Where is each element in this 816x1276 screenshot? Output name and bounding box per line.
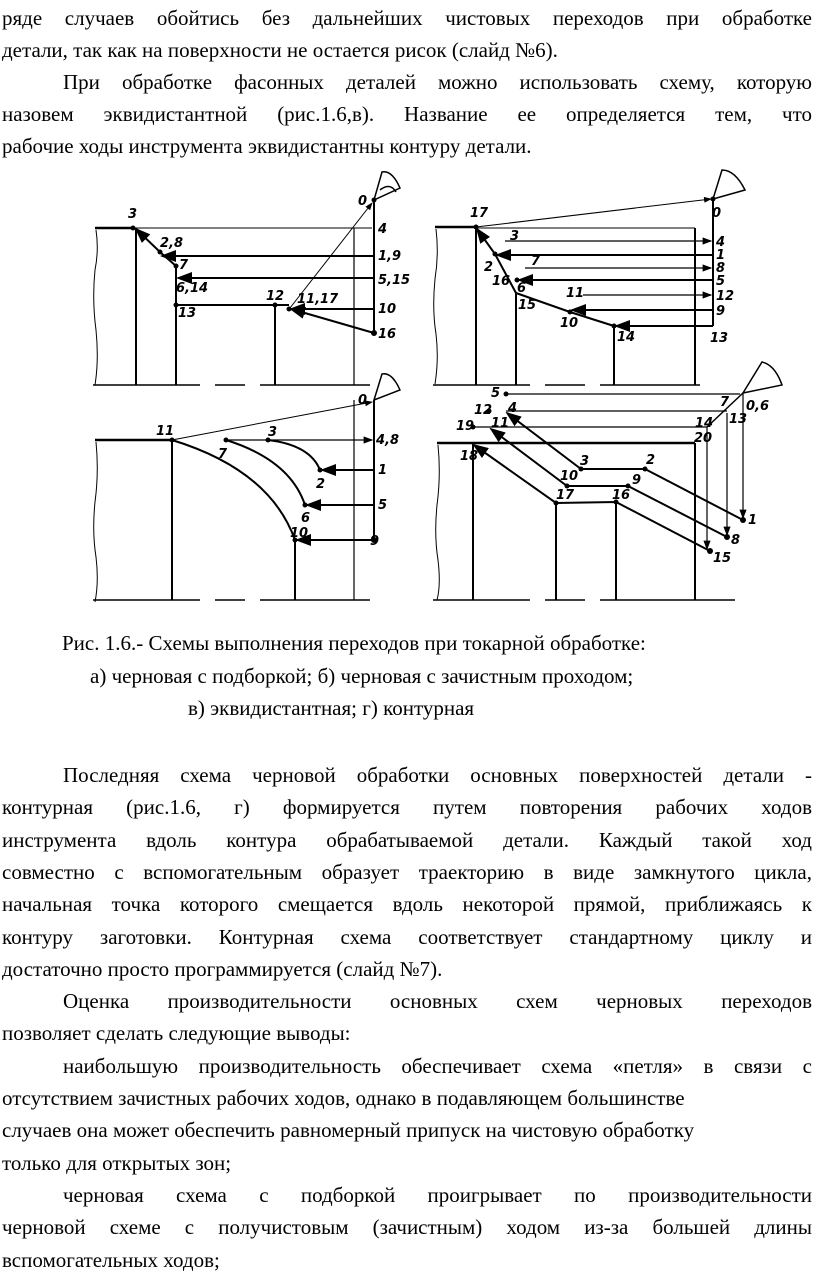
point-label: 6,14 [176,281,208,296]
diagram-c-labels: 0 11 7 3 4,8 1 2 5 6 10 9 [156,393,399,549]
point-label: 10 [290,526,308,541]
text-line: ряде случаев обойтись без дальнейших чис… [2,6,812,30]
point-label: 12 [474,403,492,418]
point-label: 10 [378,302,396,317]
point-label: 3 [510,229,519,244]
point-label: 3 [128,207,137,222]
caption-line: а) черновая с подборкой; б) черновая с з… [90,664,634,688]
text-line: наибольшую производительность обеспечива… [63,1054,812,1078]
text-line: назовем эквидистантной (рис.1.6,в). Назв… [2,102,812,126]
text-line: Последняя схема черновой обработки основ… [63,763,812,787]
point-label: 15 [518,298,536,313]
point-label: 12 [266,289,284,304]
point-label: 1,9 [378,249,401,264]
point-label: 14 [617,330,635,345]
text-line: совместно с вспомогательным образует тра… [2,860,812,884]
point-label: 1 [716,248,725,263]
point-label: 2 [646,453,655,468]
point-label: 10 [560,469,578,484]
text-line: случаев она может обеспечить равномерный… [2,1118,695,1142]
point-label: 18 [460,449,478,464]
point-label: 11 [566,286,584,301]
point-label: 4,8 [375,433,399,448]
point-label: 14 [695,416,713,431]
diagram-c-equidistant [93,373,402,603]
point-label: 9 [632,473,641,488]
text-line: При обработке фасонных деталей можно исп… [63,70,812,94]
text-line: Оценка производительности основных схем … [63,989,812,1013]
point-label: 13 [729,412,747,427]
caption-line: в) эквидистантная; г) контурная [188,696,475,720]
point-label: 17 [556,488,575,503]
point-label: 16 [492,274,510,289]
diagram-d-contour [433,361,783,601]
point-label: 16 [612,488,630,503]
point-label: 0,6 [746,399,769,414]
point-label: 0 [358,194,367,209]
point-label: 6 [301,511,310,526]
text-line: вспомогательных ходов; [2,1248,220,1272]
point-label: 2 [316,477,325,492]
point-label: 7 [720,395,730,410]
text-line: рабочие ходы инструмента эквидистантны к… [2,134,532,158]
point-label: 4 [377,222,387,237]
point-label: 8 [716,261,725,276]
point-label: 17 [470,206,489,221]
point-label: 13 [178,306,196,321]
point-label: 2 [484,260,493,275]
point-label: 6 [517,281,526,296]
text-line: контуру заготовки. Контурная схема соотв… [2,925,812,949]
text-line: отсутствием зачистных рабочих ходов, одн… [2,1086,685,1110]
diagram-b-rough-with-cleanup [433,169,747,386]
diagram-d-labels: 5 4 12 11 19 18 0,6 7 13 14 20 3 2 10 9 … [456,386,769,566]
text-line: детали, так как на поверхности не остает… [2,38,558,62]
point-label: 5 [716,274,725,289]
text-line: контурная (рис.1.6, г) формируется путем… [2,795,812,819]
point-label: 11 [491,416,509,431]
point-label: 1 [748,513,757,528]
point-label: 0 [358,393,367,408]
text-line: черновая схема с подборкой проигрывает п… [63,1183,812,1207]
text-line: инструмента вдоль контура обрабатываемой… [2,828,812,852]
point-label: 12 [716,289,734,304]
point-label: 3 [580,454,589,469]
point-label: 9 [370,534,379,549]
figure-turning-schemes: 0 3 2,8 7 6,14 13 12 11,17 4 1,9 5,15 10… [93,169,783,603]
point-label: 4 [715,235,725,250]
point-label: 9 [716,304,725,319]
point-label: 5,15 [378,273,410,288]
point-label: 4 [507,401,517,416]
text-line: достаточно просто программируется (слайд… [2,957,443,981]
point-label: 10 [560,316,578,331]
caption-line: Рис. 1.6.- Схемы выполнения переходов пр… [62,631,646,655]
point-label: 3 [268,425,277,440]
point-label: 5 [491,386,500,401]
point-label: 11 [156,424,174,439]
point-label: 1 [378,463,387,478]
text-line: черновой схеме с получистовым (зачистным… [2,1215,812,1239]
point-label: 7 [531,254,541,269]
diagram-a-rough-with-selection [93,171,401,386]
point-label: 11,17 [297,292,339,307]
point-label: 7 [179,258,189,273]
point-label: 20 [694,431,712,446]
point-label: 2,8 [160,236,183,251]
diagram-a-labels: 0 3 2,8 7 6,14 13 12 11,17 4 1,9 5,15 10… [128,194,410,342]
point-label: 7 [218,447,228,462]
diagram-b-labels: 0 17 3 2 7 16 6 15 11 10 14 4 1 8 5 12 9… [470,206,734,346]
point-label: 15 [713,551,731,566]
point-label: 0 [712,206,721,221]
point-label: 8 [731,533,740,548]
point-label: 13 [710,331,728,346]
text-line: только для открытых зон; [2,1151,232,1175]
text-line: позволяет сделать следующие выводы: [2,1021,351,1045]
point-label: 16 [378,327,396,342]
point-label: 19 [456,419,474,434]
text-line: начальная точка которого смещается вдоль… [2,892,812,916]
point-label: 5 [378,498,387,513]
